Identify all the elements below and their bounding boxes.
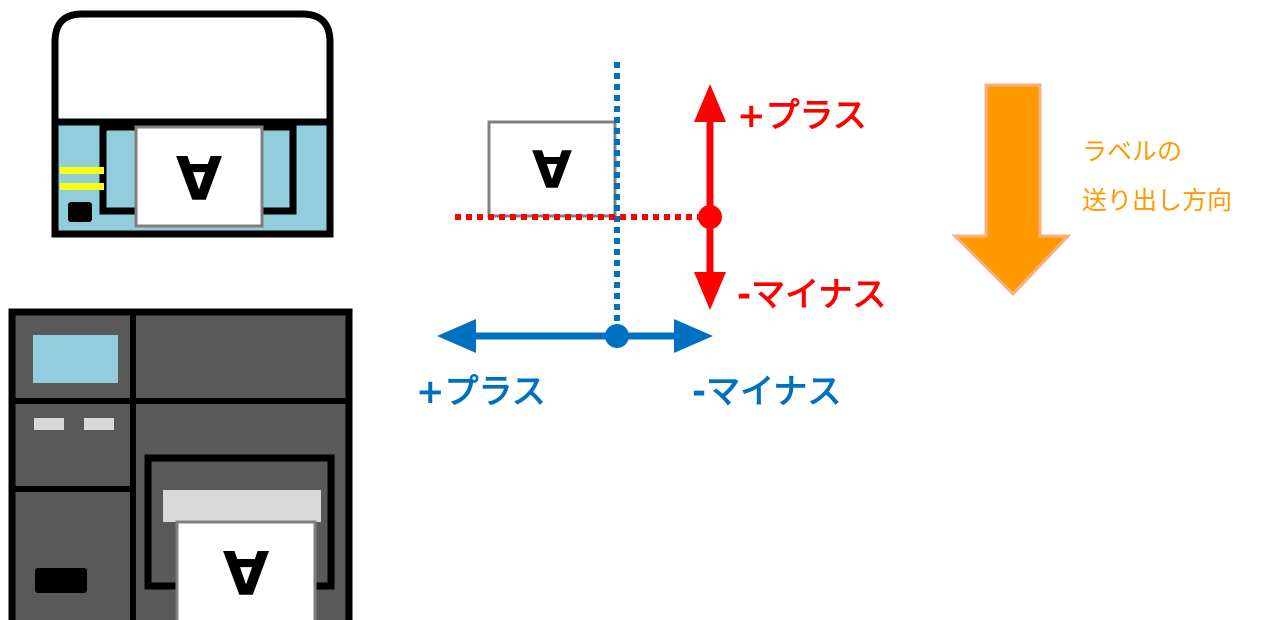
printer-lid (51, 10, 334, 126)
label-mark-printed: A (222, 536, 269, 606)
feed-direction-arrow-icon (951, 83, 1072, 297)
horizontal-plus-label: +プラス (416, 372, 546, 412)
offset-diagram: A (437, 62, 726, 353)
arrow-down-icon (694, 272, 726, 310)
operation-key (84, 418, 114, 430)
display-screen (33, 335, 118, 383)
output-label (134, 125, 264, 228)
arrow-left-icon (437, 319, 476, 353)
indicator-light (60, 167, 104, 174)
output-label (175, 520, 317, 620)
vertical-plus-label: +プラス (737, 96, 867, 136)
power-button-icon (68, 202, 92, 222)
operation-key (34, 418, 64, 430)
industrial-printer: A (8, 308, 353, 620)
horizontal-minus-label: -マイナス (692, 372, 842, 412)
feed-direction-label-line2: 送り出し方向 (1082, 186, 1233, 215)
indicator-light (60, 183, 104, 190)
horizontal-origin-dot (605, 324, 629, 348)
vertical-origin-dot (698, 205, 722, 229)
label-mark-diagram: A (532, 137, 572, 197)
desktop-printer: A (51, 10, 334, 238)
power-switch-icon (35, 568, 87, 593)
vertical-minus-label: -マイナス (737, 275, 887, 315)
arrow-up-icon (694, 84, 726, 122)
feed-direction-label-line1: ラベルの (1082, 137, 1183, 166)
label-roll (163, 490, 321, 522)
label-mark-printed: A (175, 141, 222, 211)
label-position-box (487, 120, 617, 218)
arrow-right-icon (674, 319, 713, 353)
